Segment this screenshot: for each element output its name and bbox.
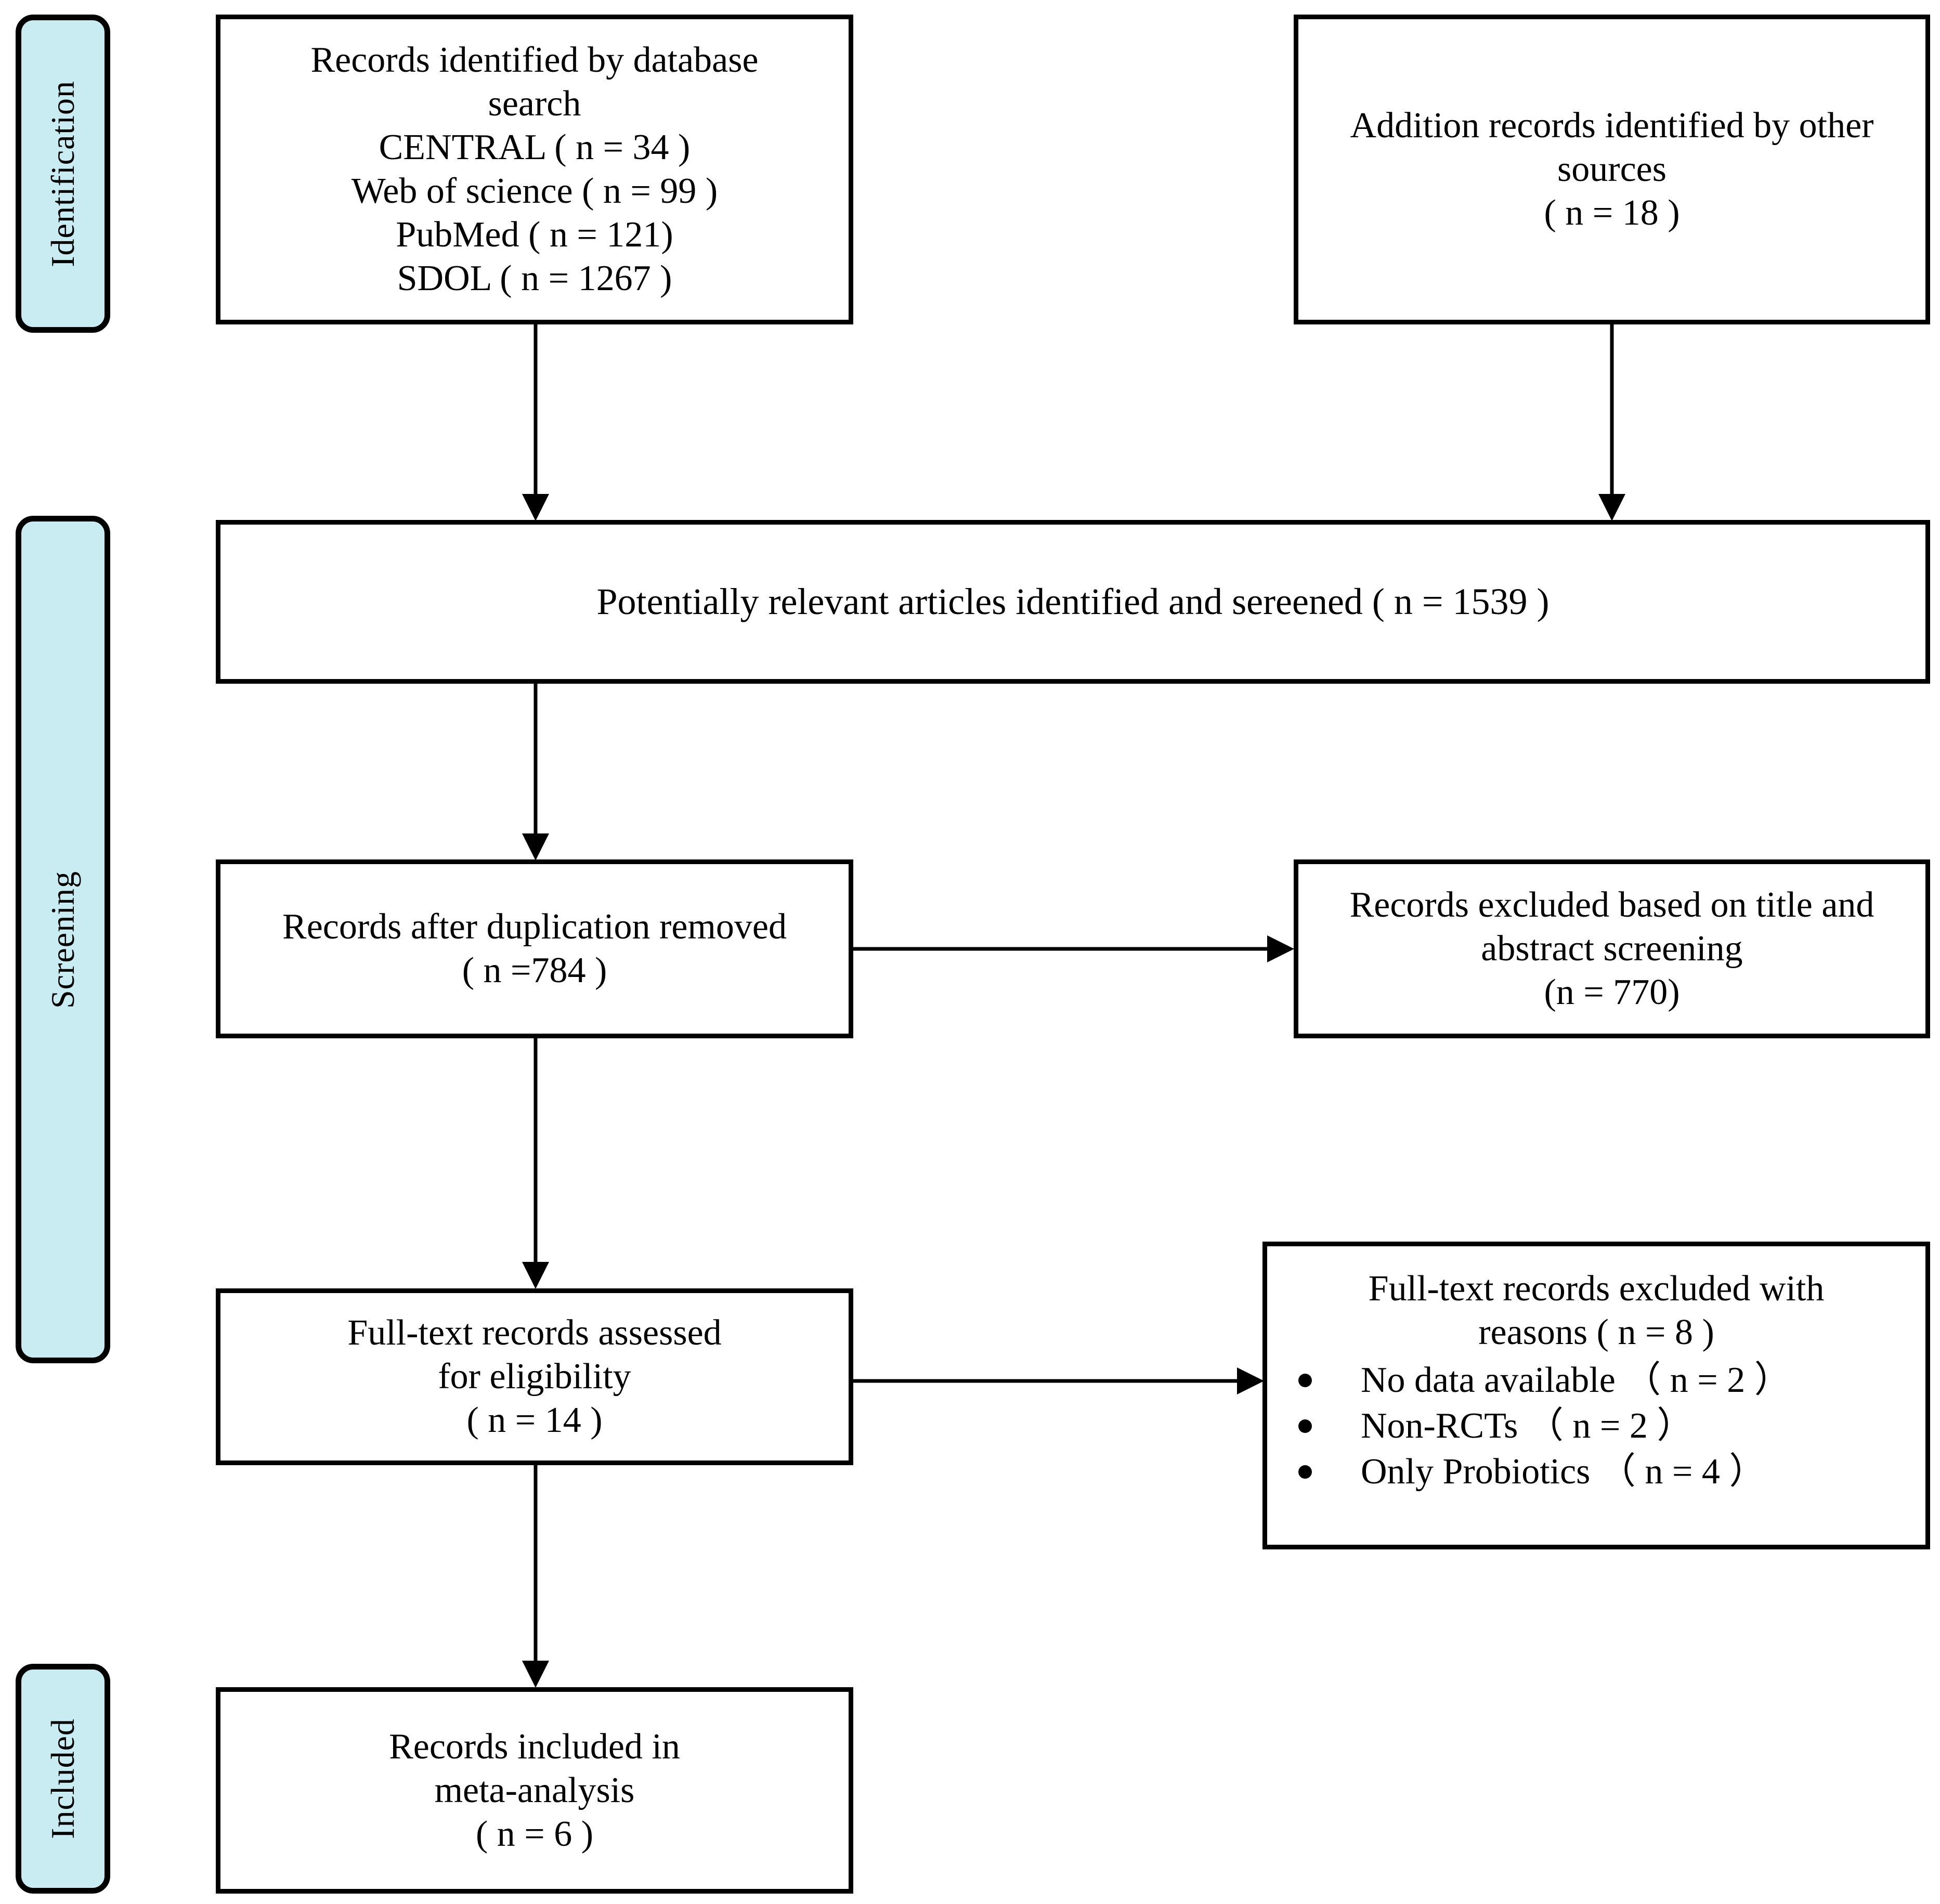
node-excluded-title-abstract-text: Records excluded based on title and abst… [1349, 885, 1874, 1012]
arrow-fulltext-to-excluded-reasons [853, 1360, 1265, 1402]
arrow-fulltext-to-included [515, 1465, 556, 1689]
stage-label-included: Included [16, 1664, 110, 1894]
node-included-meta-text: Records included in meta-analysis ( n = … [389, 1726, 680, 1854]
node-excluded-title-abstract: Records excluded based on title and abst… [1294, 859, 1930, 1038]
list-item-label: No data available （ n = 2 ） [1361, 1360, 1791, 1400]
list-item: No data available （ n = 2 ） [1283, 1358, 1910, 1403]
node-included-meta: Records included in meta-analysis ( n = … [216, 1687, 853, 1894]
node-screened: Potentially relevant articles identified… [216, 520, 1930, 684]
stage-label-identification-text: Identification [44, 80, 81, 267]
node-excluded-with-reasons-heading: Full-text records excluded with reasons … [1368, 1269, 1825, 1352]
node-fulltext-assessed: Full-text records assessed for eligibili… [216, 1288, 853, 1465]
arrow-after-duplicates-to-fulltext [515, 1038, 556, 1290]
node-fulltext-assessed-text: Full-text records assessed for eligibili… [347, 1313, 722, 1440]
node-after-duplicates-text: Records after duplication removed ( n =7… [282, 907, 787, 990]
stage-label-identification: Identification [16, 15, 110, 333]
excluded-reasons-list: No data available （ n = 2 ） Non-RCTs （ n… [1283, 1358, 1910, 1495]
arrow-other-sources-to-screened [1591, 324, 1633, 522]
list-item-label: Non-RCTs （ n = 2 ） [1361, 1406, 1694, 1446]
node-after-duplicates: Records after duplication removed ( n =7… [216, 859, 853, 1038]
node-excluded-with-reasons: Full-text records excluded with reasons … [1262, 1242, 1930, 1549]
arrow-after-duplicates-to-excluded [853, 928, 1295, 970]
bullet-icon [1298, 1374, 1312, 1388]
node-screened-text: Potentially relevant articles identified… [596, 581, 1550, 623]
arrow-database-search-to-screened [515, 324, 556, 522]
arrow-screened-to-after-duplicates [515, 684, 556, 862]
list-item: Only Probiotics （ n = 4 ） [1283, 1449, 1910, 1495]
stage-label-screening: Screening [16, 516, 110, 1363]
node-other-sources: Addition records identified by other sou… [1294, 15, 1930, 324]
bullet-icon [1298, 1465, 1312, 1479]
stage-label-screening-text: Screening [44, 870, 81, 1009]
node-other-sources-text: Addition records identified by other sou… [1350, 106, 1874, 233]
stage-label-included-text: Included [44, 1718, 81, 1839]
node-database-search: Records identified by database search CE… [216, 15, 853, 324]
list-item-label: Only Probiotics （ n = 4 ） [1361, 1452, 1766, 1492]
list-item: Non-RCTs （ n = 2 ） [1283, 1403, 1910, 1449]
bullet-icon [1298, 1419, 1312, 1433]
node-database-search-text: Records identified by database search CE… [310, 40, 759, 298]
